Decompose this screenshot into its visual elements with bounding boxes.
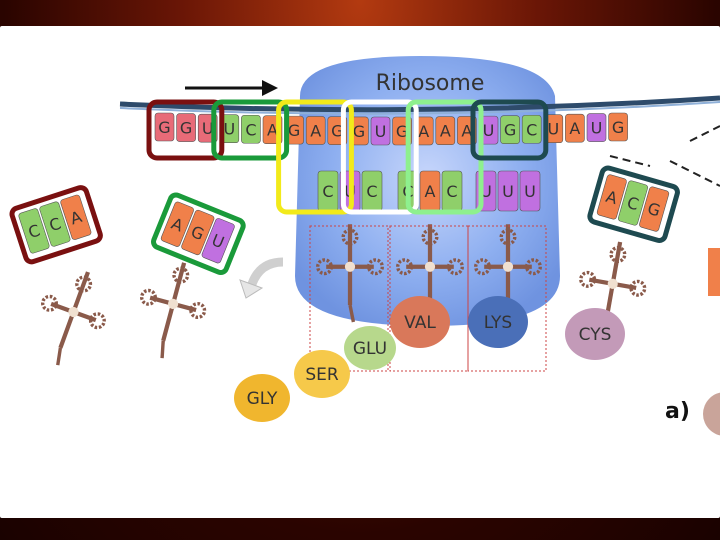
anticodon-base: U [519, 170, 541, 212]
ribosome-label: Ribosome [376, 71, 485, 96]
mrna-base: U [478, 115, 499, 145]
svg-text:G: G [612, 118, 624, 137]
mrna-base: G [176, 113, 196, 142]
mrna-base: C [241, 114, 261, 144]
svg-text:U: U [524, 182, 536, 201]
amino-acid-lys: LYS [468, 296, 528, 348]
anticodon-base: U [201, 218, 235, 264]
codon-highlights [146, 99, 549, 215]
svg-text:G: G [158, 118, 170, 137]
svg-text:A: A [267, 121, 278, 140]
mrna-base: A [435, 116, 456, 146]
anticodon-base: A [419, 170, 441, 212]
svg-text:A: A [425, 182, 436, 201]
svg-text:C: C [625, 193, 641, 214]
svg-text:A: A [418, 122, 429, 141]
anticodon-base: A [160, 201, 194, 247]
svg-text:A: A [604, 187, 620, 208]
amino-acid-glu: GLU [344, 326, 396, 370]
svg-text:G: G [288, 121, 300, 140]
svg-text:U: U [223, 120, 235, 139]
trna-molecule [139, 262, 207, 359]
svg-text:GLU: GLU [353, 339, 387, 359]
anticodon-base: G [639, 186, 670, 232]
svg-text:G: G [645, 199, 662, 221]
amino-acid-ser: SER [294, 350, 350, 398]
svg-text:SER: SER [305, 365, 339, 385]
svg-text:C: C [446, 182, 457, 201]
svg-text:U: U [591, 119, 603, 138]
amino-acid-val: VAL [390, 296, 450, 348]
amino-acid-chain: GLY SER GLU VAL LYS CYS [234, 296, 625, 422]
mrna-base: A [305, 116, 326, 145]
mrna-base: G [608, 112, 628, 142]
svg-text:G: G [331, 122, 343, 141]
site-outline [467, 225, 547, 372]
svg-text:U: U [202, 119, 214, 138]
mrna-base: G [154, 112, 175, 142]
offscreen-amino-acid [703, 392, 720, 436]
svg-text:G: G [180, 119, 192, 138]
site-outline [389, 225, 469, 372]
svg-text:C: C [366, 182, 377, 201]
anticodon-base: C [317, 170, 339, 212]
svg-text:C: C [245, 120, 256, 139]
mrna-base: C [521, 114, 542, 144]
anticodon-base: C [617, 180, 648, 226]
svg-text:CYS: CYS [579, 325, 612, 345]
svg-text:C: C [526, 120, 537, 139]
svg-text:A: A [440, 122, 451, 141]
amino-acid-gly: GLY [234, 374, 290, 422]
anticodon-base: U [497, 170, 519, 212]
release-arrow [247, 257, 284, 286]
svg-text:U: U [547, 120, 559, 139]
svg-text:U: U [483, 121, 495, 140]
mrna-base: G [284, 115, 304, 145]
anticodon-base: A [596, 174, 627, 220]
svg-text:U: U [375, 122, 387, 141]
anticodon-base: G [181, 209, 215, 256]
mrna-base: G [500, 115, 520, 145]
svg-text:U: U [502, 182, 514, 201]
panel-label: a) [665, 399, 690, 424]
mrna-base: U [586, 113, 607, 142]
svg-text:A: A [461, 121, 472, 140]
svg-text:C: C [322, 182, 333, 201]
svg-text:U: U [480, 182, 492, 201]
svg-text:G: G [353, 122, 365, 141]
mrna-base: A [565, 113, 585, 143]
svg-text:A: A [569, 119, 580, 138]
svg-text:GLY: GLY [247, 389, 278, 409]
codon-box-4 [340, 99, 419, 215]
codon-box-3 [276, 99, 354, 215]
arrow-head [262, 80, 278, 96]
trna-molecule [40, 271, 106, 366]
svg-text:VAL: VAL [404, 313, 436, 333]
codon-box-2 [211, 99, 290, 161]
anticodon-base: C [18, 208, 50, 254]
svg-text:C: C [26, 221, 42, 243]
svg-text:G: G [504, 121, 516, 140]
anticodon-base: C [441, 170, 463, 212]
svg-text:LYS: LYS [484, 313, 512, 333]
anticodon-base: C [361, 170, 383, 212]
mrna-base: U [370, 116, 391, 146]
trna-molecule [315, 224, 385, 323]
anticodon-base: C [39, 201, 71, 247]
svg-text:A: A [310, 121, 321, 140]
codon-box-1 [146, 99, 225, 161]
offscreen-anticodon [708, 248, 720, 296]
mrna-backbone [119, 95, 720, 113]
codon-box-6 [470, 99, 549, 161]
svg-text:C: C [47, 214, 63, 236]
anticodon-base: A [60, 194, 92, 240]
svg-text:G: G [396, 122, 408, 141]
amino-acid-cys: CYS [565, 308, 625, 360]
